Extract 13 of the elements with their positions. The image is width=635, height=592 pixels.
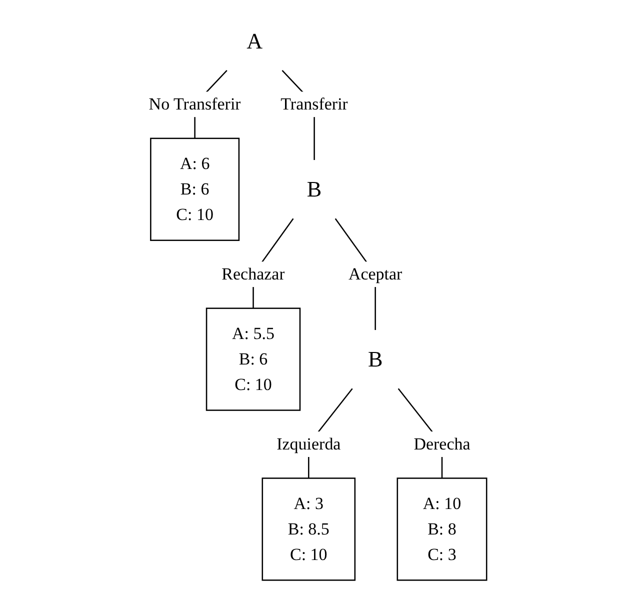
node-box: A: 3 B: 8.5 C: 10 [262, 478, 356, 581]
node-text: B [368, 346, 382, 372]
edge-label: Rechazar [221, 264, 285, 284]
edge-label: No Transferir [148, 95, 241, 114]
node-box: A: 6 B: 6 C: 10 [150, 138, 240, 241]
node-text: B [306, 177, 322, 202]
node-text: A [246, 28, 262, 54]
edge-label: Derecha [413, 434, 470, 454]
node-box: A: 10 B: 8 C: 3 [396, 478, 488, 581]
edge-label: Aceptar [348, 264, 402, 284]
node-box: A: 5.5 B: 6 C: 10 [206, 308, 300, 411]
edge-label: Transferir [280, 95, 348, 114]
edge-label: Izquierda [276, 434, 341, 454]
